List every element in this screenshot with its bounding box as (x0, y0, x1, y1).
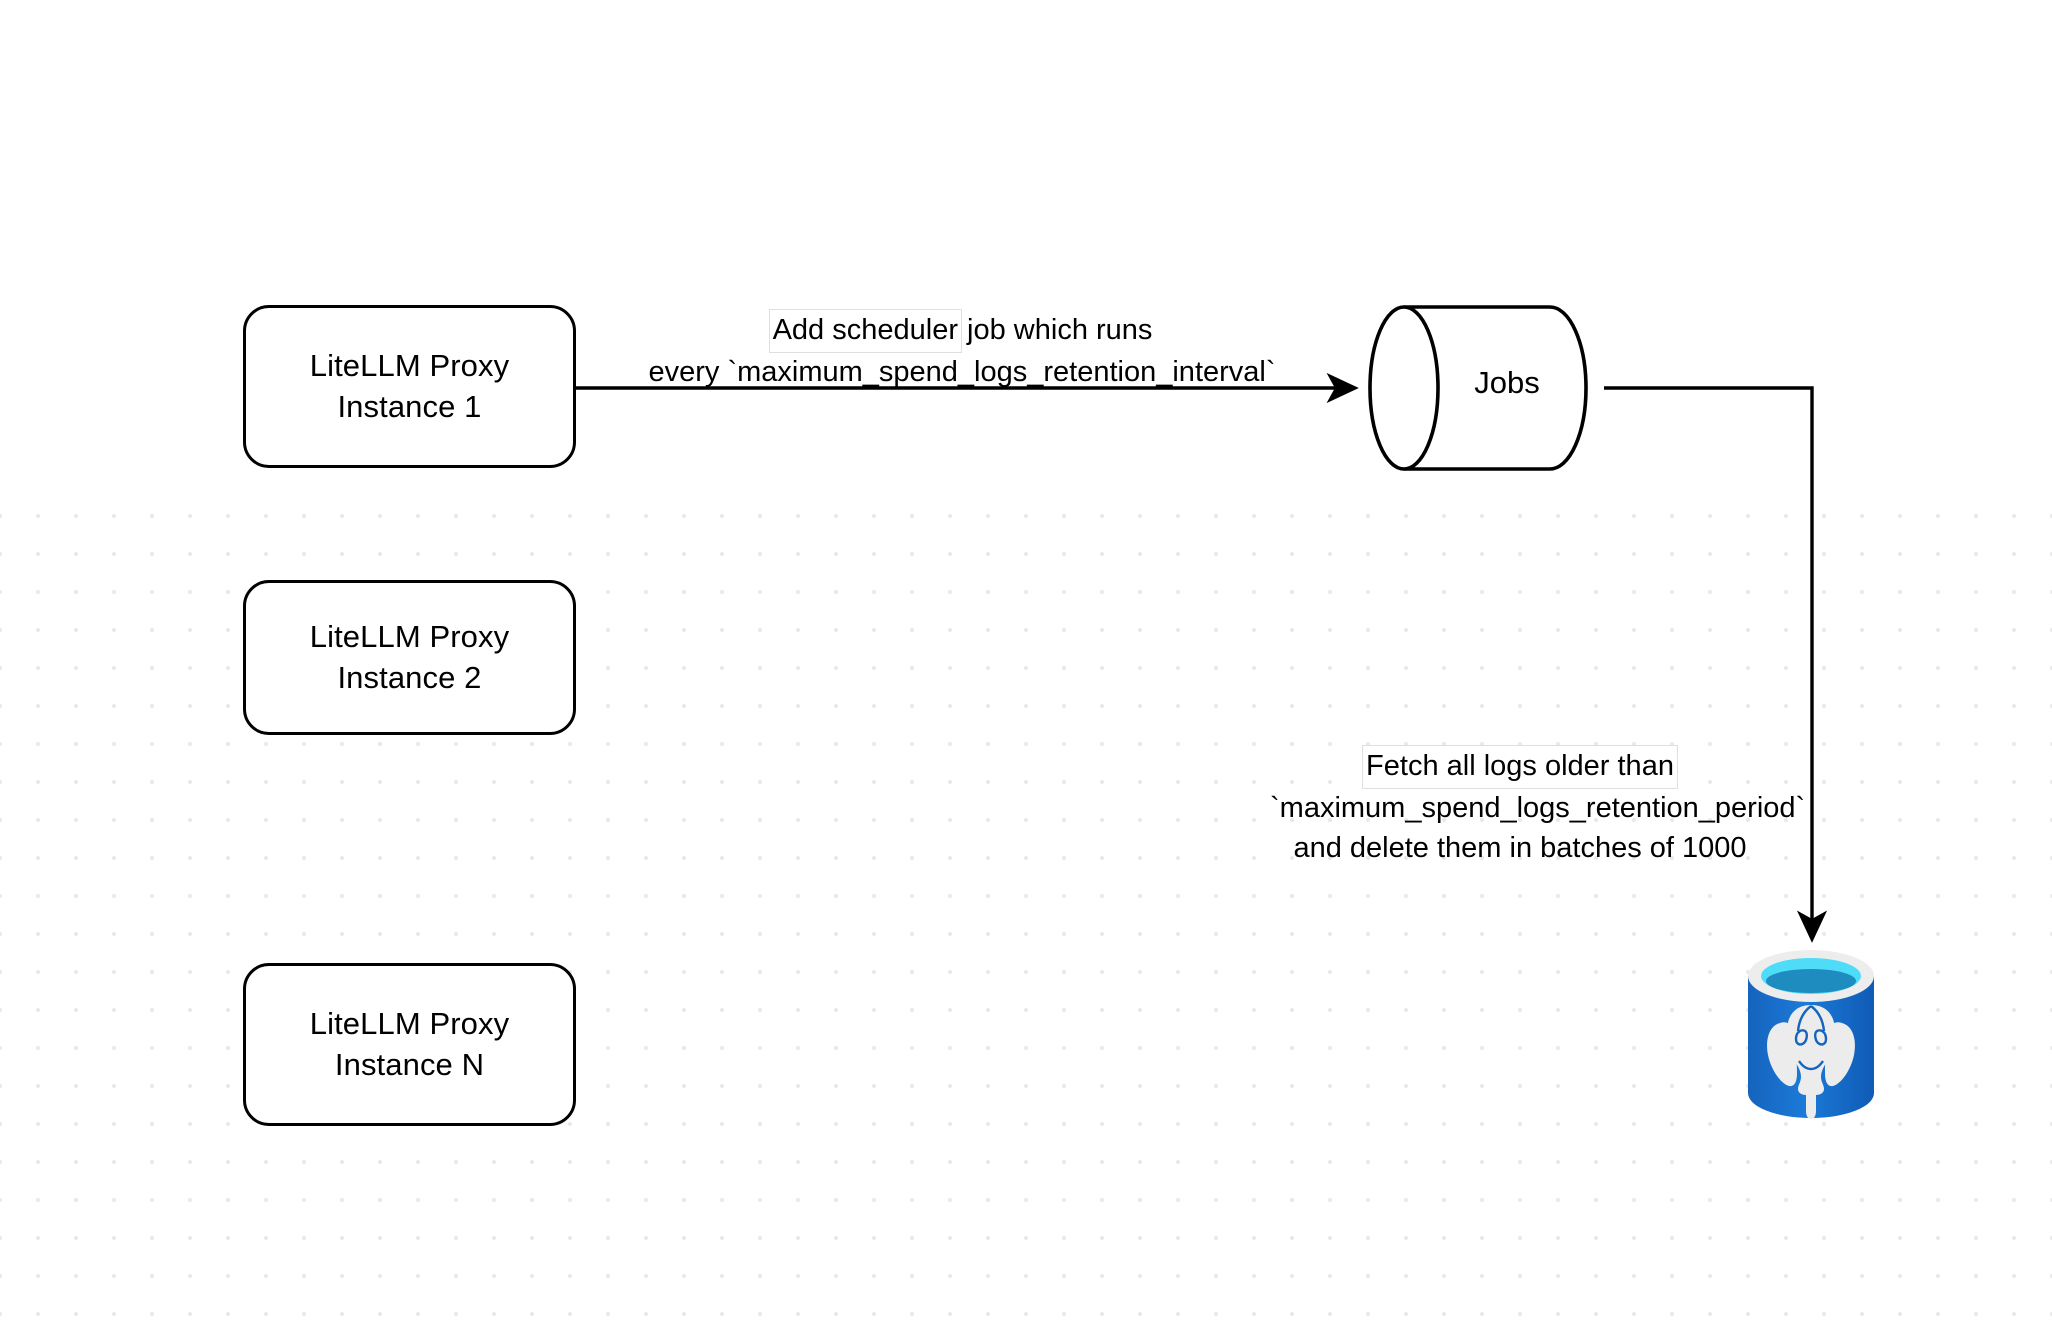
edge-label-line-1-rest: job which runs (958, 314, 1153, 346)
edge-label-line-2: every `maximum_spend_logs_retention_inte… (648, 356, 1276, 389)
cylinder-body (1404, 305, 1588, 471)
edge-label-line-1: Fetch all logs older than (1270, 745, 1770, 790)
edge-label-add-scheduler-job: Add scheduler job which runs every `maxi… (612, 309, 1312, 393)
edge-label-highlight: Fetch all logs older than (1362, 745, 1678, 790)
node-jobs-cylinder[interactable] (1368, 303, 1604, 473)
node-label-line2: Instance N (334, 1046, 485, 1082)
postgres-elephant-glyph (1767, 1005, 1855, 1119)
postgres-elephant-eyes (1794, 1005, 1828, 1071)
edge-jobs-to-postgres (1604, 386, 1828, 943)
edge-label-line-2: `maximum_spend_logs_retention_period` (1270, 792, 1806, 825)
edge-label-highlight: Add scheduler (768, 309, 962, 354)
node-litellm-proxy-instance-n[interactable]: LiteLLM Proxy Instance N (243, 963, 576, 1126)
edge-label-fetch-and-delete-logs: Fetch all logs older than `maximum_spend… (1270, 745, 1806, 868)
edge-label-line-1: Add scheduler job which runs (612, 309, 1312, 354)
node-jobs-label: Jobs (1474, 365, 1540, 400)
node-label-line2: Instance 2 (337, 659, 482, 695)
db-top-surface-dark (1766, 969, 1856, 993)
node-litellm-proxy-instance-1[interactable]: LiteLLM Proxy Instance 1 (243, 305, 576, 468)
cylinder-left-cap (1368, 305, 1440, 471)
node-label-line1: LiteLLM Proxy (309, 618, 510, 654)
edge-label-line-3: and delete them in batches of 1000 (1293, 831, 1747, 864)
node-label-line2: Instance 1 (337, 388, 482, 424)
node-label-line1: LiteLLM Proxy (309, 347, 510, 383)
node-label-line1: LiteLLM Proxy (309, 1005, 510, 1041)
postgresql-database-icon[interactable] (1743, 943, 1879, 1129)
node-litellm-proxy-instance-2[interactable]: LiteLLM Proxy Instance 2 (243, 580, 576, 735)
